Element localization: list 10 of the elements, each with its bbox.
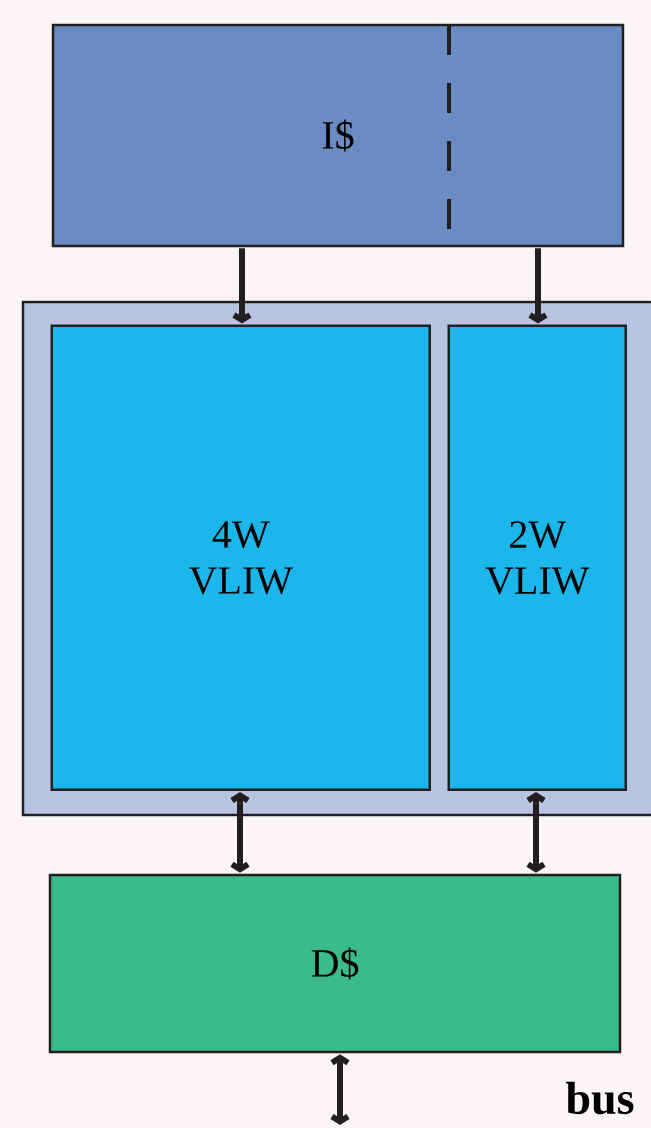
cache-box: D$ — [48, 873, 622, 1054]
arrow — [232, 248, 252, 324]
processor-box: 2W VLIW — [447, 324, 627, 791]
arrow — [230, 792, 250, 873]
cache-box: I$ — [51, 23, 625, 248]
processor-box: 4W VLIW — [50, 324, 431, 791]
arrow — [330, 1054, 350, 1125]
arrow — [526, 792, 546, 873]
bus-label: bus — [566, 1081, 634, 1115]
arrow — [528, 248, 548, 324]
